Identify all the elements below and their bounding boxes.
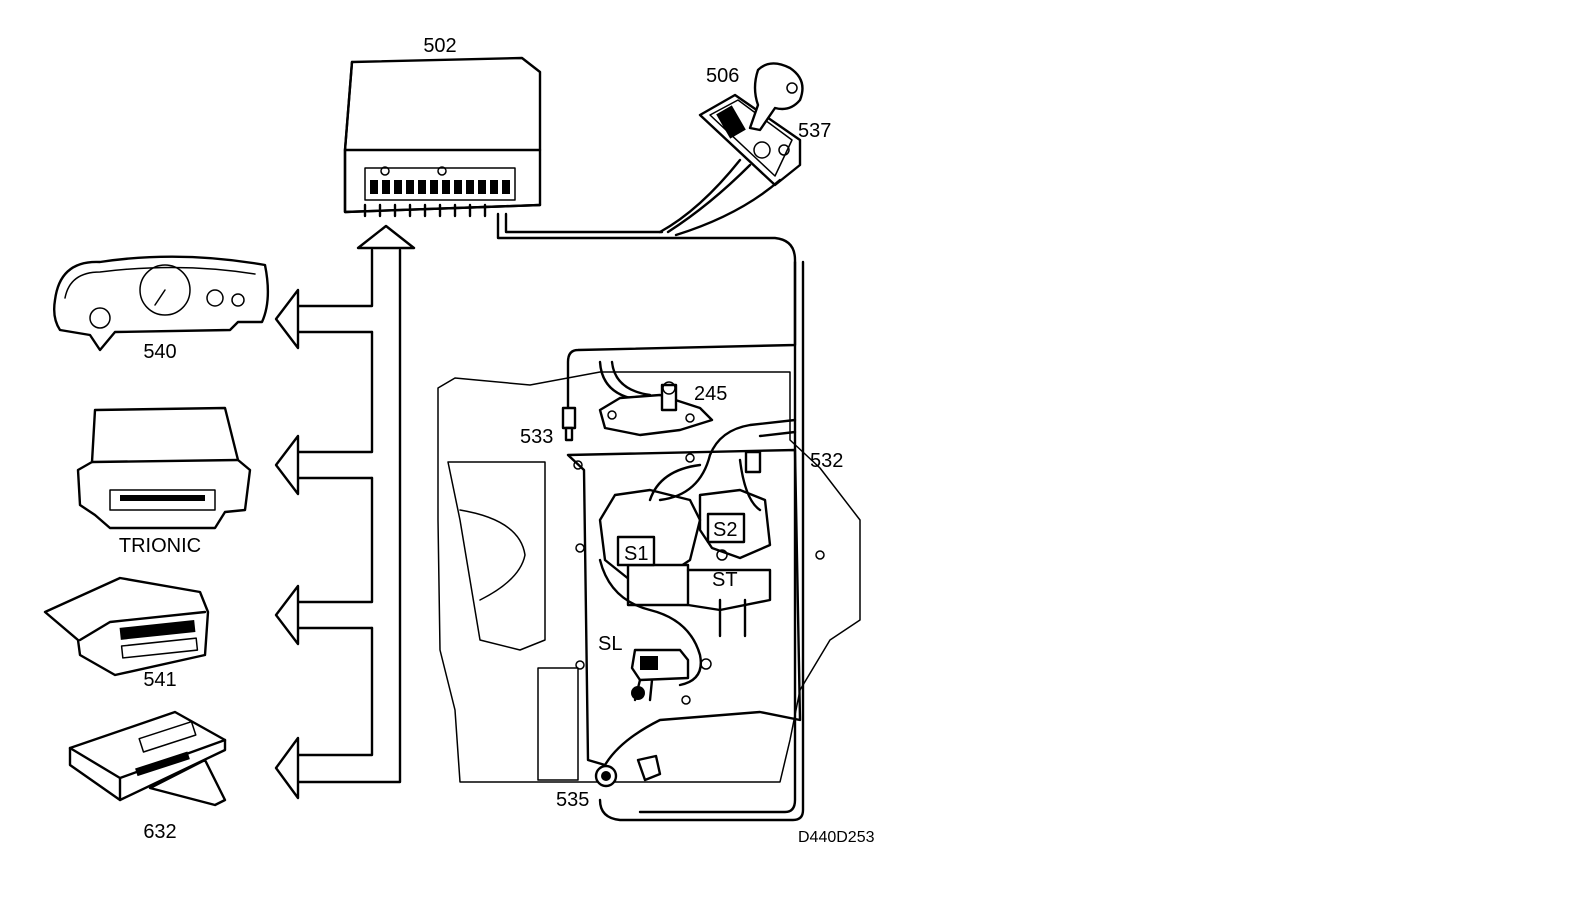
label-s1: S1 [624,543,648,565]
label-532: 532 [810,450,843,472]
label-506: 506 [706,65,739,87]
wiring-harness [496,158,805,822]
figure-code: D440D253 [798,829,875,846]
label-540: 540 [143,341,176,363]
valve-body [598,450,772,687]
label-trionic: TRIONIC [119,535,201,557]
label-sl: SL [598,633,622,655]
label-245: 245 [694,383,727,405]
display-unit-541 [43,576,210,677]
label-533: 533 [520,426,553,448]
bus-arrows [274,224,416,800]
tcm-connector-pins [370,180,510,194]
solenoid-sl [630,648,712,702]
selector-lever-506 [698,62,804,187]
solenoid-s2 [706,512,746,544]
instrument-cluster-540 [52,255,270,352]
sensor-533 [561,406,577,442]
gear-position-sensor-245 [598,381,714,437]
label-s2: S2 [713,519,737,541]
module-632 [68,710,227,807]
label-632: 632 [143,821,176,843]
trionic-ecu [76,406,252,530]
label-st: ST [712,569,738,591]
label-537: 537 [798,120,831,142]
label-535: 535 [556,789,589,811]
label-541: 541 [143,669,176,691]
label-502: 502 [423,35,456,57]
tcm-502-module [343,56,542,218]
solenoid-s1 [616,535,656,567]
sensor-535 [594,754,662,788]
